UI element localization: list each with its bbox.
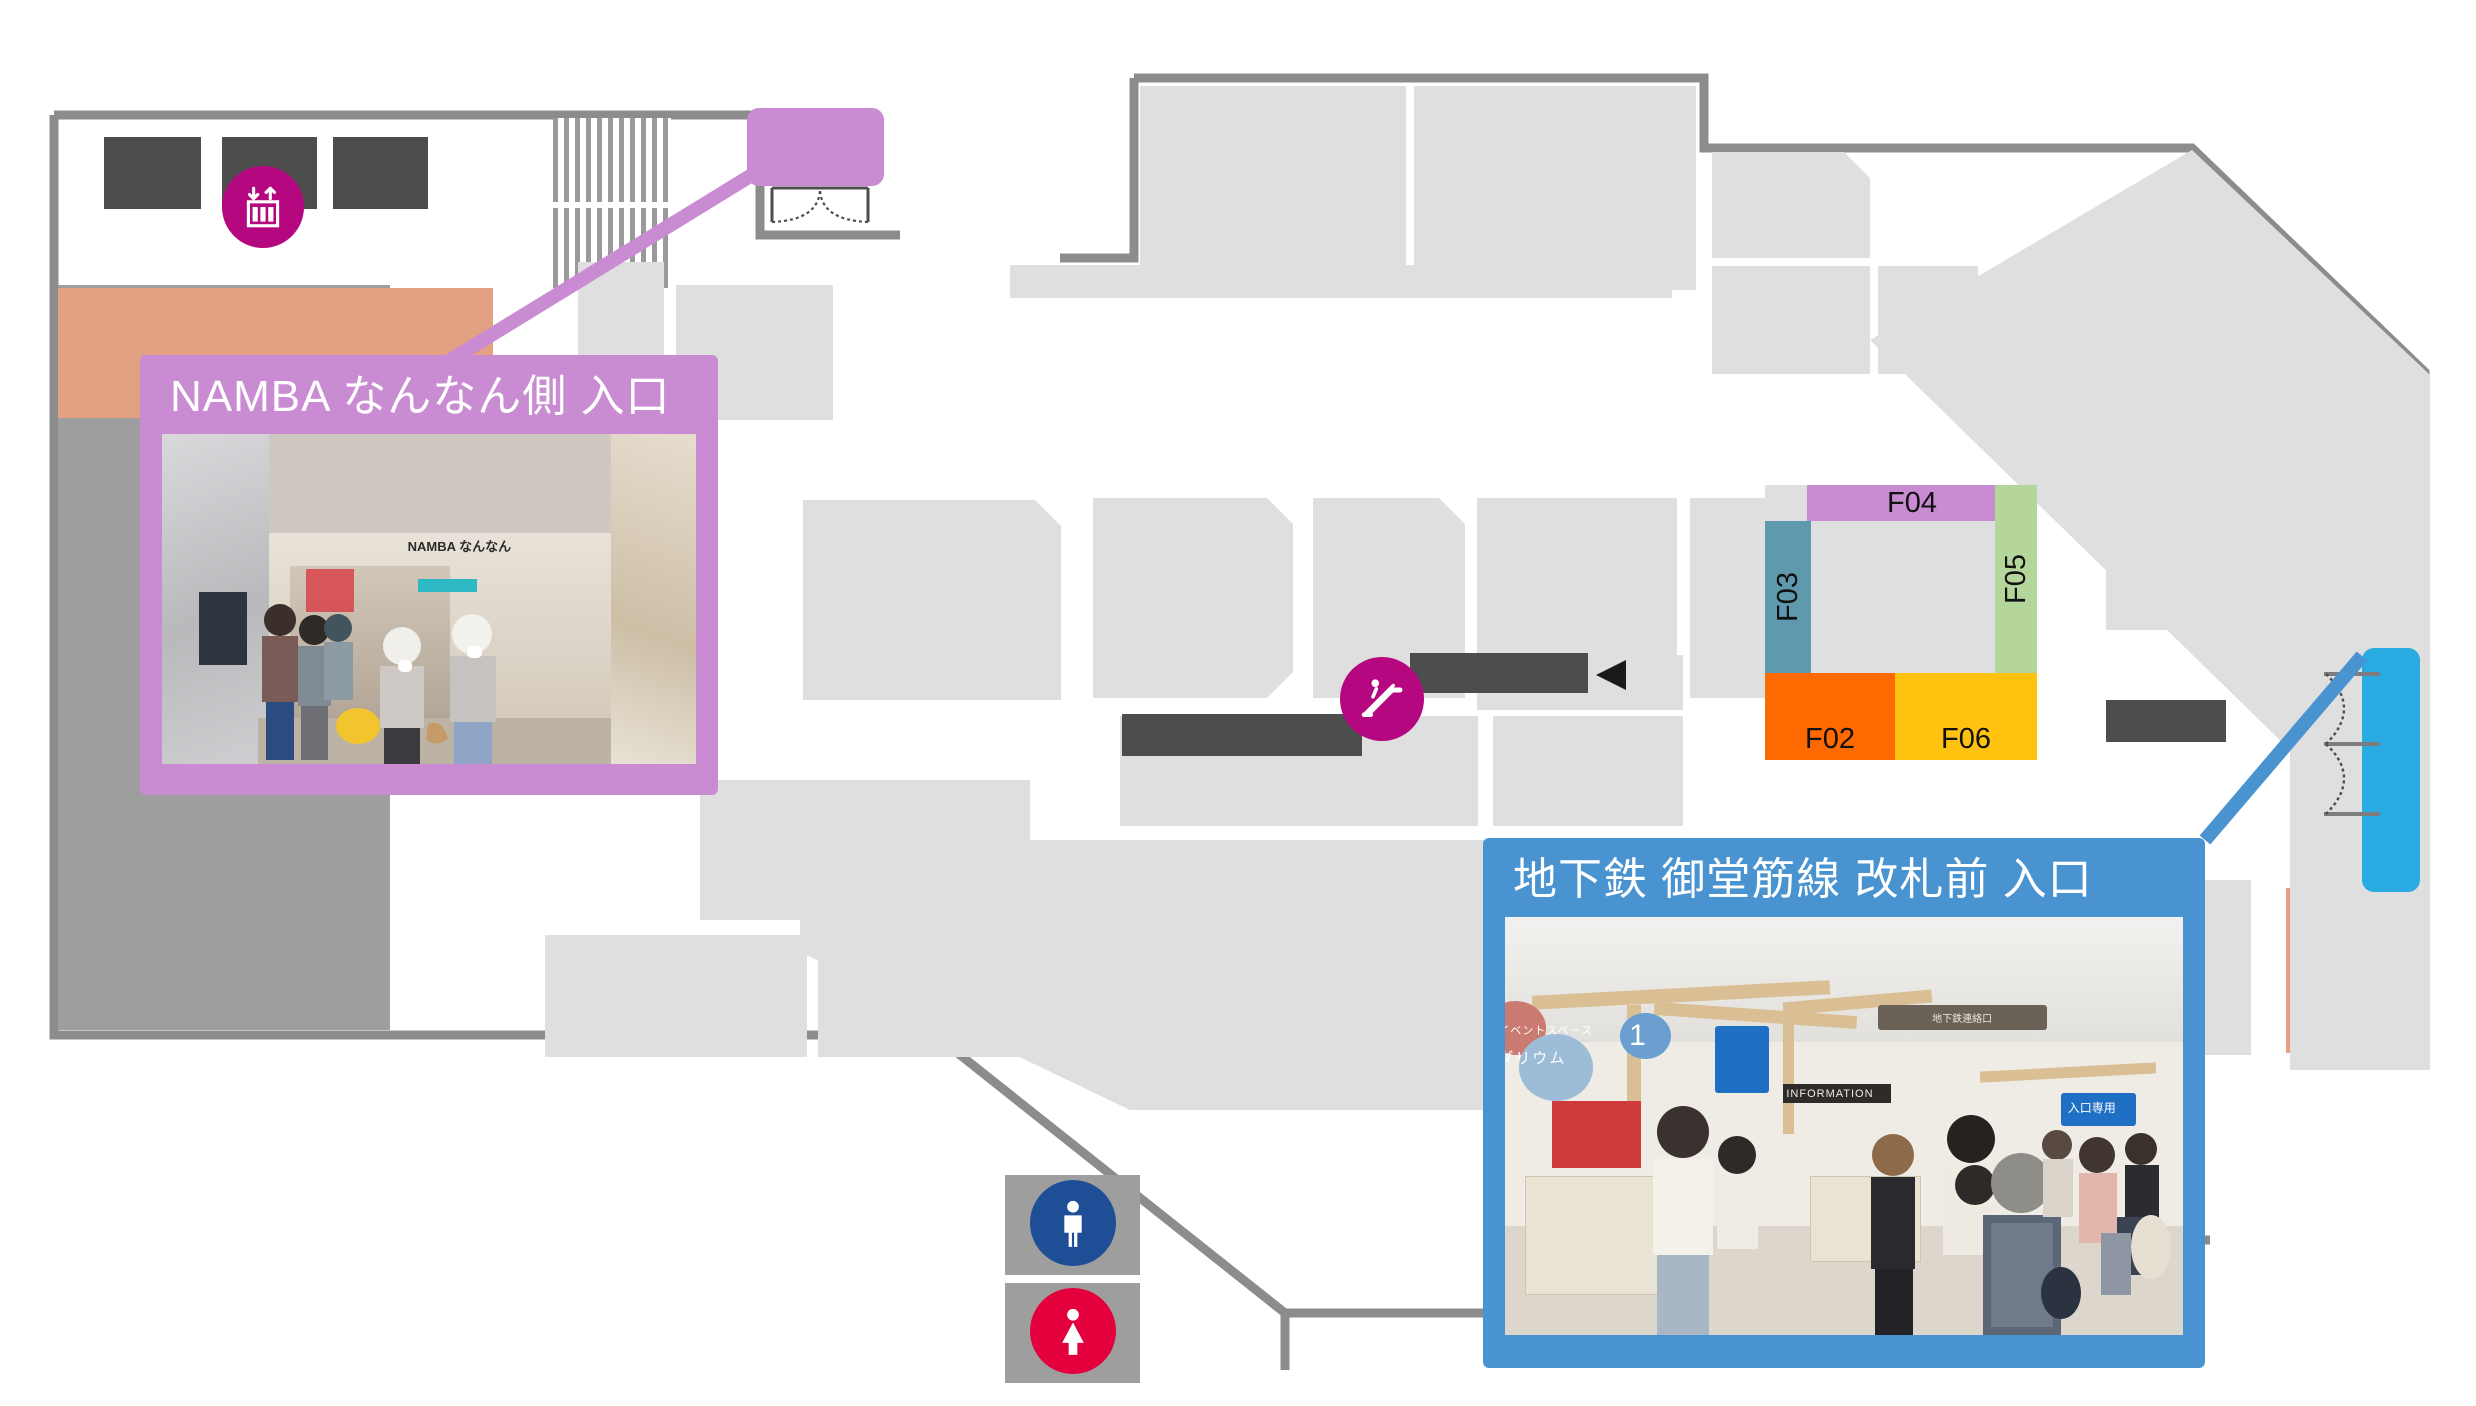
fixture-block-3 <box>333 137 428 209</box>
zone-cell-F02[interactable]: F02 <box>1765 673 1895 760</box>
tenant-block <box>1414 86 1696 290</box>
photo-eventspace-text: イベントスペース <box>1505 1024 1593 1037</box>
zone-cell-F06[interactable]: F06 <box>1895 673 2037 760</box>
fixture-bar-right <box>2106 700 2226 742</box>
fixture-block-1 <box>104 137 201 209</box>
photo-bubble <box>1518 1034 1594 1101</box>
photo-crowd <box>1653 1106 2171 1335</box>
zone-cell-F03[interactable]: F03 <box>1765 521 1811 673</box>
callout-label-namba-nannan: NAMBA なんなん側 入口 <box>170 372 671 421</box>
zone-label-F04: F04 <box>1887 486 1937 519</box>
zone-label-F03: F03 <box>1771 572 1804 622</box>
photo-shoppers <box>262 604 496 764</box>
photo-glass-right <box>610 434 696 764</box>
photo-entrance-only-text: 入口専用 <box>2067 1100 2116 1115</box>
zone-color-key: F04 F03 F05 F02 F06 <box>1765 485 2037 760</box>
tenant-block <box>1093 498 1293 698</box>
zone-inner-court <box>1811 521 1995 673</box>
restroom-women-icon[interactable] <box>1030 1288 1116 1374</box>
zone-cell-F05[interactable]: F05 <box>1995 485 2037 673</box>
tenant-block <box>545 935 807 1057</box>
callout-label-subway-midosuji: 地下鉄 御堂筋線 改札前 入口 <box>1513 855 2093 904</box>
photo-darium-text: ダリウム <box>1505 1049 1567 1067</box>
tenant-block <box>1493 716 1683 826</box>
photo-number-badge-text: 1 <box>1629 1018 1646 1052</box>
photo-shop-sign-text: NAMBA なんなん <box>407 539 512 555</box>
restroom-men-icon[interactable] <box>1030 1180 1116 1266</box>
photo-teal-sign <box>418 579 478 593</box>
photo-beam <box>1782 1008 1794 1135</box>
door-swing-nannan-icon <box>770 186 870 224</box>
entrance-marker-subway[interactable] <box>2362 648 2420 892</box>
photo-information-sign <box>1782 1084 1892 1104</box>
photo-entrance-only-sign <box>2060 1092 2136 1126</box>
callout-photo-namba-nannan: NAMBA なんなん <box>162 434 696 764</box>
tenant-block <box>803 500 1061 700</box>
escalator-bar-lower <box>1122 714 1362 756</box>
photo-information-text: INFORMATION <box>1786 1087 1874 1100</box>
zone-label-F02: F02 <box>1805 723 1855 755</box>
escalator-icon[interactable] <box>1340 657 1424 741</box>
zone-label-F06: F06 <box>1941 723 1991 755</box>
zone-cell-F04[interactable]: F04 <box>1807 485 2017 521</box>
zone-label-F05: F05 <box>1999 554 2032 604</box>
entrance-marker-nannan[interactable] <box>747 108 884 186</box>
callout-photo-subway-midosuji: 1 イベントスペース ダリウム 地下鉄連絡口 INFORMATION 入口専用 <box>1505 917 2183 1335</box>
tenant-block <box>2106 520 2218 630</box>
escalator-bar-upper <box>1410 653 1588 693</box>
callout-namba-nannan[interactable]: NAMBA なんなん側 入口 NAMBA なんなん <box>140 355 718 795</box>
tenant-block <box>1712 152 1870 258</box>
photo-overhead-sign <box>1877 1004 2048 1030</box>
shutter-grille <box>553 118 671 202</box>
photo-red-poster <box>306 569 355 613</box>
photo-number-badge <box>1620 1013 1672 1060</box>
photo-blue-display <box>1715 1025 1770 1093</box>
tenant-block <box>1140 86 1406 290</box>
direction-arrow-icon <box>1596 660 1626 690</box>
callout-subway-midosuji[interactable]: 地下鉄 御堂筋線 改札前 入口 1 イベントスペース ダリウム <box>1483 838 2205 1368</box>
photo-dark-signboard <box>199 592 248 665</box>
tenant-block <box>1712 266 1870 374</box>
photo-overhead-sign-text: 地下鉄連絡口 <box>1932 1013 1993 1025</box>
photo-display-counter <box>1525 1176 1677 1296</box>
tenant-block <box>1010 265 1672 298</box>
elevator-icon[interactable] <box>222 166 304 248</box>
photo-red-banner <box>1552 1100 1641 1168</box>
